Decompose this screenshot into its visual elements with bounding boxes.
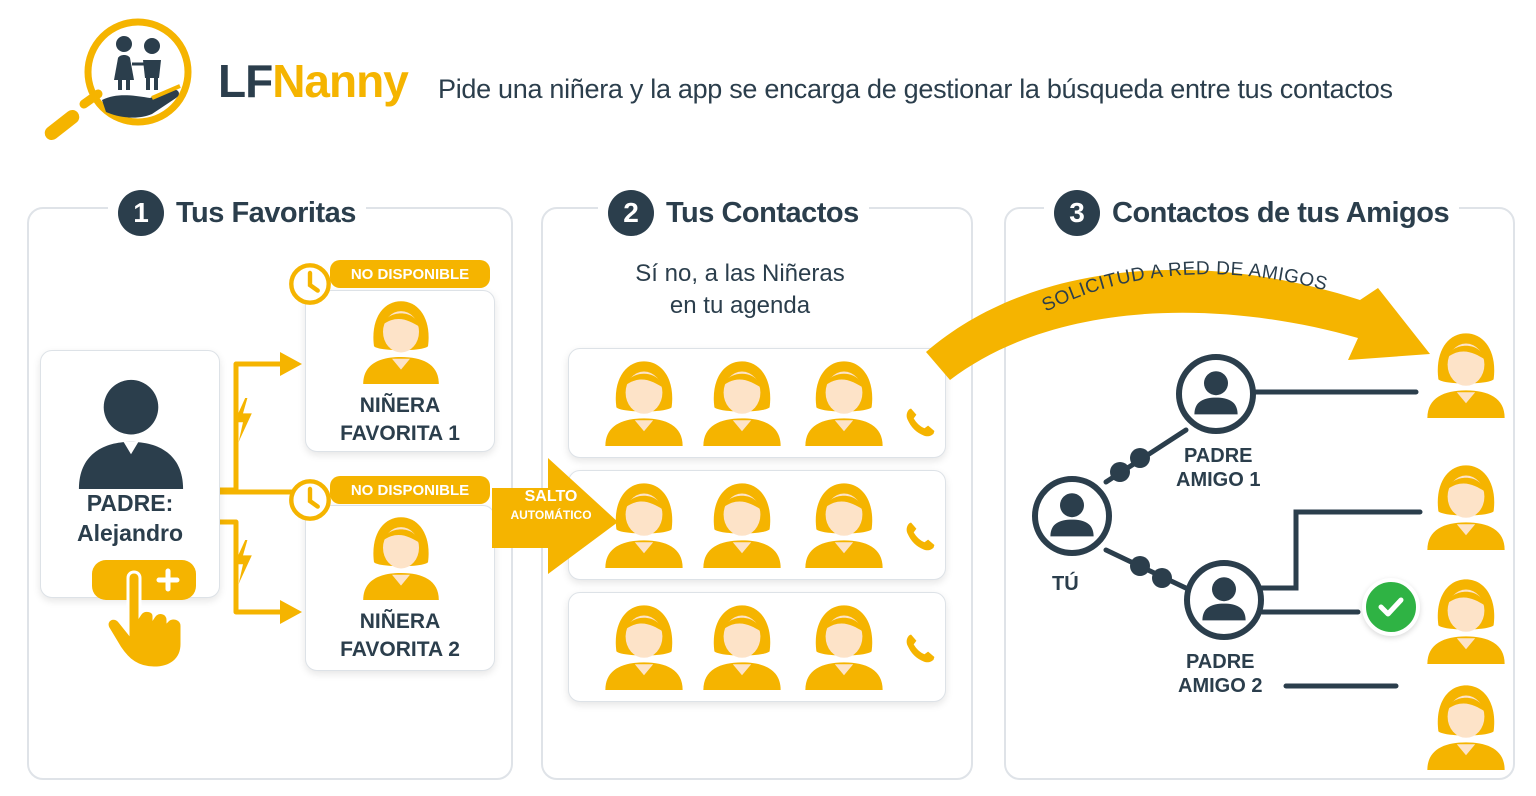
check-mark — [1378, 597, 1404, 617]
status-badge: NO DISPONIBLE — [330, 476, 490, 504]
favorite-nanny-label-1: NIÑERA FAVORITA 1 — [305, 392, 495, 448]
friend-label-line1: PADRE — [1185, 651, 1255, 673]
contacts-subtitle: Sí no, a las Niñeras en tu agenda — [560, 258, 920, 322]
brand-name-part2: Nanny — [272, 55, 409, 107]
auto-jump-label: SALTO AUTOMÁTICO — [496, 488, 606, 524]
favorite-nanny-label-2: NIÑERA FAVORITA 2 — [305, 608, 495, 664]
friend-node-2 — [1184, 560, 1264, 640]
friend-label-line2: AMIGO 2 — [1178, 675, 1263, 697]
step-number-badge: 2 — [608, 190, 654, 236]
friend-node-1 — [1176, 354, 1256, 434]
step-number-badge: 3 — [1054, 190, 1100, 236]
jump-label-line1: SALTO — [524, 488, 578, 505]
nanny-icon — [1420, 326, 1512, 418]
nanny-label-line1: NIÑERA — [359, 394, 441, 417]
friend-label-line2: AMIGO 1 — [1176, 469, 1261, 491]
tagline: Pide una niñera y la app se encarga de g… — [438, 74, 1393, 104]
brand-name-part1: LF — [218, 55, 273, 107]
status-badge: NO DISPONIBLE — [330, 260, 490, 288]
you-label: TÚ — [1052, 572, 1079, 596]
person-icon — [1186, 364, 1246, 424]
nanny-icon — [1420, 572, 1512, 664]
parent-label: PADRE: Alejandro — [40, 488, 220, 548]
friend-label-2: PADRE AMIGO 2 — [1178, 650, 1262, 698]
you-node — [1032, 476, 1112, 556]
tap-hand-icon — [105, 570, 184, 670]
step-title: Tus Contactos — [666, 196, 859, 229]
nanny-icon — [1420, 678, 1512, 770]
you-label-text: TÚ — [1052, 573, 1079, 595]
step-3-title: 3 Contactos de tus Amigos — [1044, 190, 1460, 236]
nanny-label-line2: FAVORITA 2 — [340, 638, 460, 661]
check-icon — [1362, 578, 1420, 636]
parent-card — [40, 350, 220, 598]
friend-label-1: PADRE AMIGO 1 — [1176, 444, 1260, 492]
nanny-label-line2: FAVORITA 1 — [340, 422, 460, 445]
kids-hands-logo-icon — [44, 18, 192, 141]
step-1-title: 1 Tus Favoritas — [108, 190, 366, 236]
step-number-badge: 1 — [118, 190, 164, 236]
nanny-icon — [1420, 458, 1512, 550]
add-request-button[interactable] — [92, 560, 196, 600]
parent-label-line2: Alejandro — [76, 520, 184, 546]
person-icon — [78, 379, 184, 489]
step-title: Tus Favoritas — [176, 196, 356, 229]
brand-logo: LFNanny — [40, 14, 440, 141]
subtitle-line1: Sí no, a las Niñeras — [635, 260, 845, 287]
brand-name: LFNanny — [218, 54, 409, 108]
jump-label-line2: AUTOMÁTICO — [510, 508, 592, 522]
nanny-label-line1: NIÑERA — [359, 610, 441, 633]
plus-icon — [156, 568, 180, 592]
step-2-title: 2 Tus Contactos — [598, 190, 869, 236]
person-icon — [1042, 486, 1102, 546]
person-icon — [1194, 570, 1254, 630]
parent-label-line1: PADRE: — [86, 490, 174, 516]
step-title: Contactos de tus Amigos — [1112, 196, 1450, 229]
subtitle-line2: en tu agenda — [669, 292, 811, 319]
friend-label-line1: PADRE — [1183, 445, 1253, 467]
